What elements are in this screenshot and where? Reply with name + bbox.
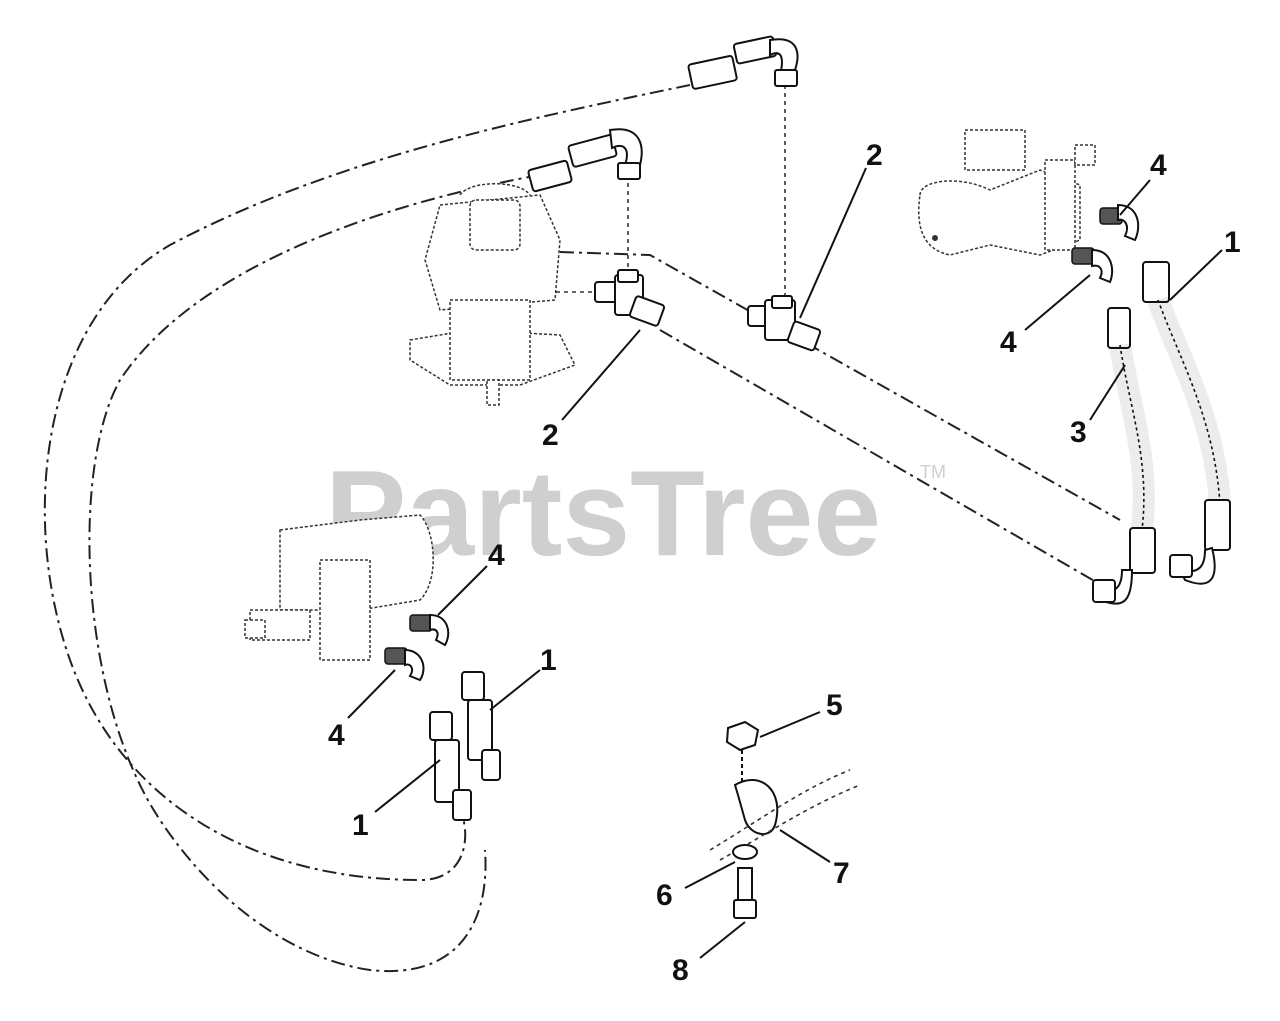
callout-8: 8 [672, 954, 689, 987]
hose-item-1-left-a [429, 711, 472, 821]
elbow-fitting-right-lower [1071, 247, 1114, 284]
watermark-trademark: TM [920, 462, 946, 482]
elbow-fitting-left-upper [409, 613, 450, 647]
callout-4-right-upper: 4 [1150, 149, 1167, 182]
nut-item-5 [725, 720, 760, 752]
callout-3: 3 [1070, 416, 1087, 449]
elbow-fitting-right-upper [1099, 203, 1140, 242]
callout-1-right: 1 [1224, 226, 1241, 259]
callout-4-left-lower: 4 [328, 719, 345, 752]
callout-labels: 2 2 4 4 1 3 4 4 1 1 5 6 7 8 [328, 139, 1241, 987]
callout-2-top: 2 [866, 139, 883, 172]
upper-hose-fitting [687, 35, 799, 90]
hydraulic-pump [409, 183, 577, 406]
callout-1-left-upper: 1 [540, 644, 557, 677]
elbow-fitting-left-lower [384, 647, 425, 682]
callout-2-middle: 2 [542, 419, 559, 452]
callout-7: 7 [833, 857, 850, 890]
wheel-motor-left [244, 514, 434, 661]
wheel-motor-right [918, 129, 1096, 256]
middle-hose-fitting [527, 128, 643, 193]
callout-4-right-lower: 4 [1000, 326, 1017, 359]
clamp-item-7 [733, 779, 779, 835]
hose-item-3 [1092, 307, 1156, 605]
hose-routing-lines [43, 84, 1121, 973]
hose-item-1-right [1142, 261, 1231, 585]
washer-item-6 [732, 844, 758, 860]
tee-fitting-left [594, 269, 666, 327]
callout-4-left-upper: 4 [488, 539, 505, 572]
leader-lines [347, 167, 1223, 959]
callout-5: 5 [826, 689, 843, 722]
hose-item-1-left-b [461, 671, 501, 781]
callout-6: 6 [656, 879, 673, 912]
callout-1-left-lower: 1 [352, 809, 369, 842]
tee-fitting-right [747, 295, 822, 352]
clamp-hardware [709, 720, 861, 919]
